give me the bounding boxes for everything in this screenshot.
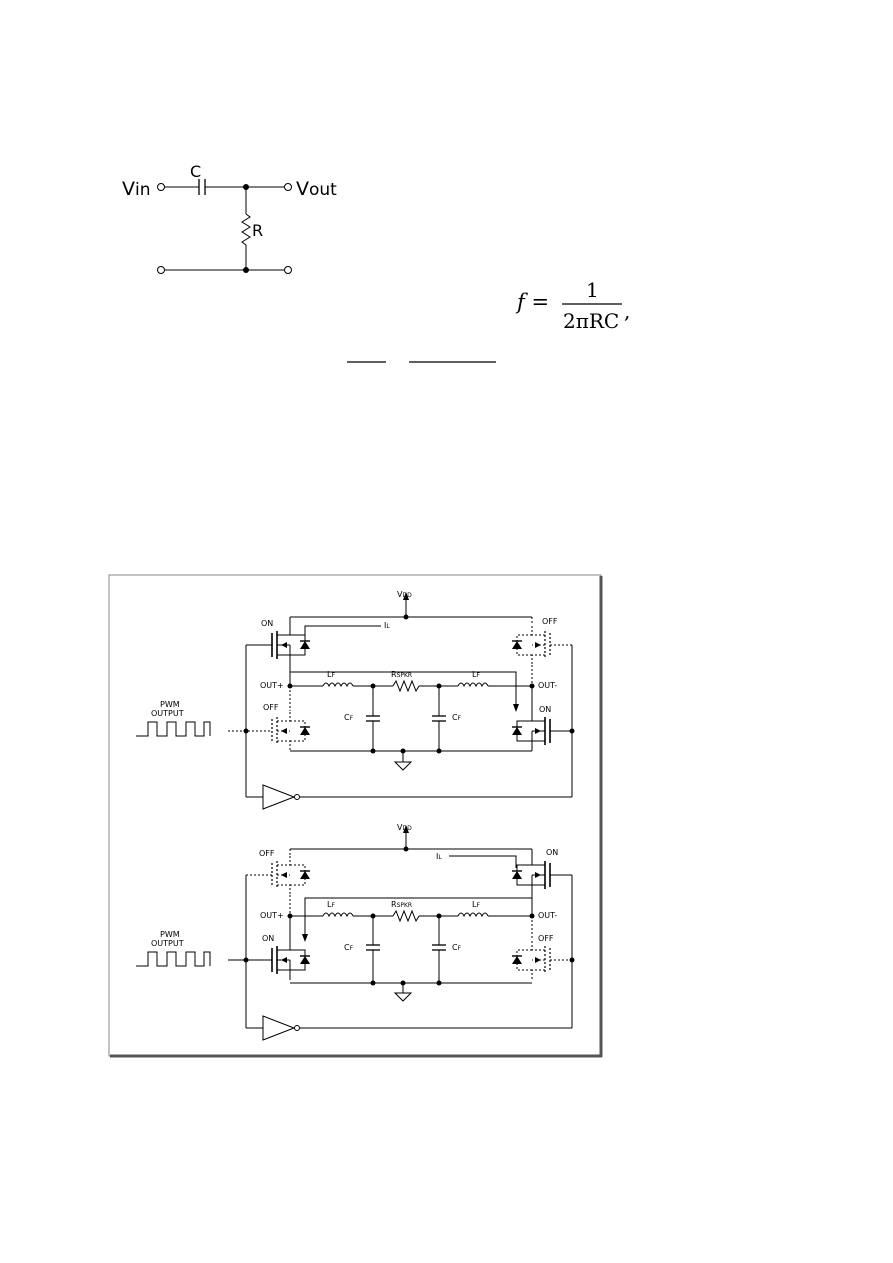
ground-icon [393, 761, 413, 771]
vdd-label: VDD [397, 823, 412, 832]
pwm-waveform [136, 721, 211, 737]
switch-state-label: ON [261, 619, 273, 628]
ground-terminal-right [284, 266, 292, 274]
vout-label: Vout [296, 178, 337, 200]
cf-label: CF [452, 943, 462, 952]
h-bridge-state-1: VDD ON OFF IL OUT+ LF RSPKR LF OUT- [136, 590, 575, 810]
pwm-label: PWM [160, 700, 180, 709]
ground-icon [393, 992, 413, 1002]
mosfet-bottom-left [271, 710, 311, 752]
lf-label: LF [327, 900, 335, 909]
inductor-lf [322, 912, 354, 917]
current-label: IL [384, 621, 390, 630]
speaker-resistor [392, 909, 420, 923]
speaker-resistor [392, 679, 420, 693]
current-label: IL [436, 852, 442, 861]
capacitor-label: C [190, 162, 201, 181]
formula-numerator: 1 [586, 278, 599, 302]
out-minus-label: OUT- [538, 681, 557, 690]
cf-label: CF [344, 713, 354, 722]
rc-filter-diagram: Vin Vout C R [122, 162, 337, 274]
ground-terminal-left [157, 266, 165, 274]
mosfet-bottom-right [512, 940, 550, 980]
current-arrow-icon [513, 704, 519, 712]
inverter-icon [262, 784, 296, 810]
vdd-label: VDD [397, 590, 412, 599]
switch-state-label: ON [546, 848, 558, 857]
mosfet-bottom-right [512, 711, 550, 751]
lf-label: LF [472, 670, 480, 679]
switch-state-label: ON [539, 705, 551, 714]
vdd-arrow-icon [403, 592, 409, 600]
rspkr-label: RSPKR [391, 670, 412, 679]
formula-denominator: 2πRC [563, 309, 619, 333]
pwm-waveform [136, 951, 211, 967]
switch-state-label: OFF [542, 617, 558, 626]
formula-comma: , [624, 299, 630, 323]
current-arrow-icon [302, 934, 308, 942]
mosfet-top-right [512, 855, 550, 895]
h-bridge-state-2: VDD OFF ON IL OUT+ LF RSPKR LF OUT- [136, 823, 575, 1041]
inductor-lf [322, 682, 354, 687]
out-minus-label: OUT- [538, 911, 557, 920]
mosfet-top-left [271, 624, 311, 666]
switch-state-label: OFF [538, 934, 554, 943]
mosfet-top-left [271, 854, 311, 896]
cutoff-formula: f = 1 2πRC , [515, 278, 630, 333]
lf-label: LF [472, 900, 480, 909]
inductor-lf [457, 912, 489, 917]
lf-label: LF [327, 670, 335, 679]
vin-label: Vin [122, 178, 151, 200]
pwm-output-label: OUTPUT [151, 709, 184, 718]
inverter-icon [262, 1015, 296, 1041]
pwm-label: PWM [160, 930, 180, 939]
resistor [241, 213, 251, 246]
vdd-arrow-icon [403, 825, 409, 833]
formula-lhs: f = [515, 290, 549, 314]
figure-frame [108, 574, 602, 1057]
mosfet-top-right [512, 625, 550, 665]
inductor-lf [457, 682, 489, 687]
cf-label: CF [452, 713, 462, 722]
pwm-output-label: OUTPUT [151, 939, 184, 948]
vout-terminal [284, 183, 292, 191]
resistor-label: R [252, 221, 263, 240]
switch-state-label: OFF [263, 703, 279, 712]
rspkr-label: RSPKR [391, 900, 412, 909]
switch-state-label: ON [262, 934, 274, 943]
junction-node [243, 267, 249, 273]
mosfet-bottom-left [271, 939, 311, 981]
switch-state-label: OFF [259, 849, 275, 858]
cf-label: CF [344, 943, 354, 952]
out-plus-label: OUT+ [260, 911, 284, 920]
out-plus-label: OUT+ [260, 681, 284, 690]
vin-terminal [157, 183, 165, 191]
